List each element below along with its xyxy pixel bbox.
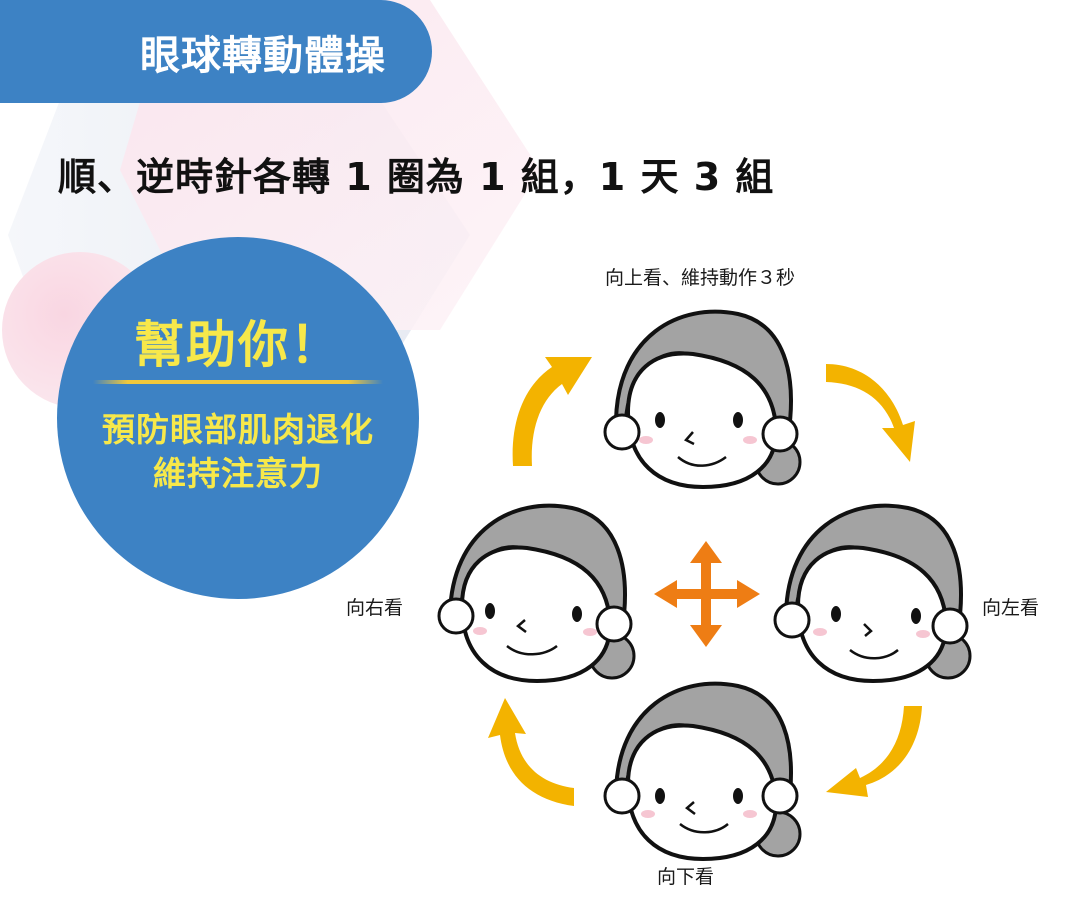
label-look-down: 向下看 [657, 866, 715, 888]
benefit-line: 維持注意力 [153, 454, 323, 493]
benefit-line: 預防眼部肌肉退化 [102, 410, 374, 449]
label-look-left: 向左看 [982, 597, 1040, 619]
face-look-down [603, 681, 802, 862]
label-look-up: 向上看、維持動作３秒 [605, 267, 796, 289]
face-look-left [773, 503, 972, 684]
benefit-heading: 幫助你！ [134, 316, 342, 374]
face-look-up [603, 309, 802, 490]
title-banner: 眼球轉動體操 [0, 0, 432, 103]
divider [93, 380, 383, 384]
instruction-text: 順、逆時針各轉 1 圈為 1 組，1 天 3 組 [58, 155, 775, 199]
label-look-right: 向右看 [346, 597, 404, 619]
page-title: 眼球轉動體操 [140, 32, 386, 79]
face-look-right [437, 503, 636, 684]
benefit-badge: 幫助你！ 預防眼部肌肉退化 維持注意力 [57, 237, 419, 599]
